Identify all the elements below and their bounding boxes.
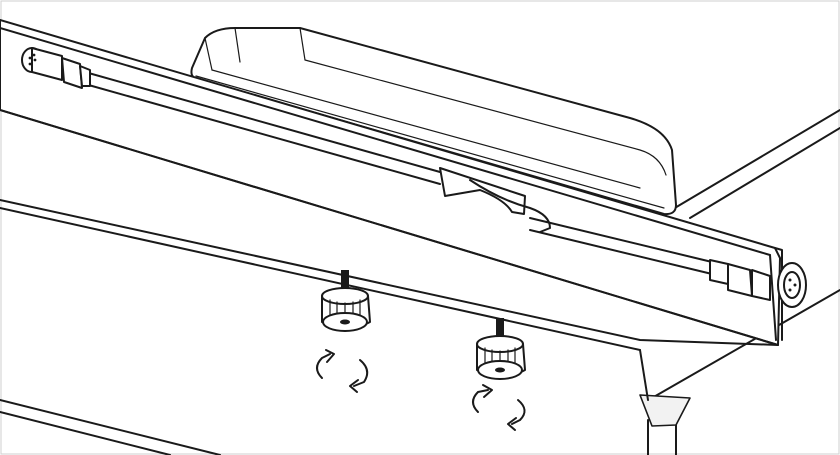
table-top (0, 199, 779, 455)
frame-bracket (639, 394, 691, 427)
mounting-rail (0, 19, 783, 346)
connector-left (21, 47, 91, 89)
rotate-arrows-icon (316, 349, 369, 393)
cable (84, 71, 713, 275)
connector-right (709, 259, 807, 308)
table-frame (639, 109, 840, 455)
thumbscrew-icon (476, 318, 526, 380)
rotate-arrows-icon (472, 384, 526, 431)
control-box-icon (190, 27, 677, 216)
cable-clip (439, 167, 526, 215)
thumbscrew-icon (321, 270, 371, 332)
